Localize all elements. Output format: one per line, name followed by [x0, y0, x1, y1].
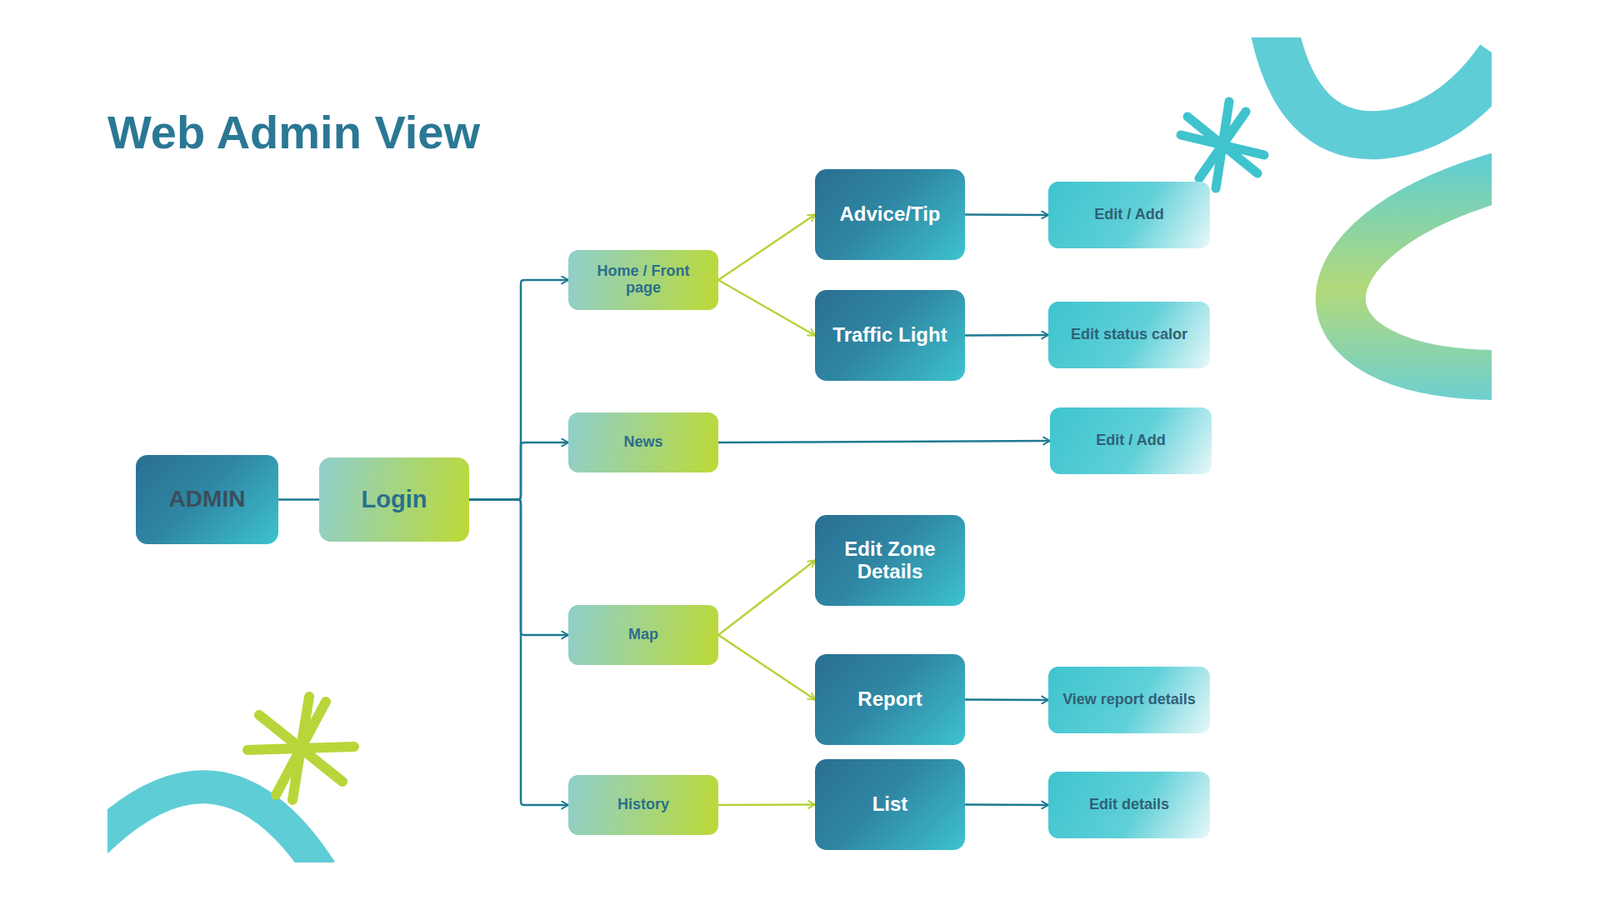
node-label: ADMIN	[169, 486, 246, 513]
login-box: Login	[319, 457, 470, 542]
section-box: Advice/Tip	[815, 169, 965, 260]
actor-box: ADMIN	[135, 455, 279, 545]
node-label: List	[872, 793, 909, 815]
connector-arrow	[965, 213, 1049, 216]
node-label: Traffic Light	[832, 324, 947, 346]
section-box: Report	[815, 654, 965, 745]
connector-arrow	[469, 280, 569, 500]
connector-arrow	[469, 442, 569, 500]
action-box: Edit / Add	[1048, 181, 1210, 249]
section-box: Traffic Light	[815, 290, 965, 381]
connector-arrow	[278, 498, 320, 501]
node-label: News	[623, 434, 663, 451]
connector-arrow	[965, 698, 1049, 701]
section-box: List	[815, 759, 965, 850]
page-box: History	[568, 775, 719, 835]
node-label: Edit Zone Details	[826, 538, 954, 583]
connector-arrow	[469, 500, 569, 806]
corner-arcs	[1273, 37, 1492, 375]
connector-arrow	[718, 803, 815, 806]
node-label: Home / Front page	[580, 263, 707, 297]
node-label: Report	[857, 688, 922, 710]
action-box: Edit status calor	[1048, 301, 1210, 369]
page-box: Home / Front page	[568, 250, 719, 310]
connector-arrow	[718, 215, 815, 281]
action-box: View report details	[1048, 666, 1210, 734]
page-box: News	[568, 412, 719, 473]
page-box: Map	[568, 605, 719, 665]
star-shape	[1180, 101, 1265, 189]
node-label: Edit / Add	[1095, 432, 1165, 450]
node-label: Map	[628, 626, 659, 644]
connector-arrow	[718, 440, 1050, 443]
action-box: Edit / Add	[1050, 407, 1212, 475]
arc-shape	[1340, 176, 1492, 375]
node-label: History	[617, 796, 670, 814]
node-label: View report details	[1062, 691, 1196, 709]
diagram-title: Web Admin View	[107, 105, 480, 160]
arc-shape	[1273, 37, 1492, 135]
connector-arrow	[718, 280, 815, 336]
node-label: Edit / Add	[1094, 206, 1164, 224]
star-shape	[247, 696, 355, 800]
connector-arrow	[965, 334, 1049, 337]
connector-arrow	[469, 500, 569, 636]
node-label: Login	[361, 486, 428, 514]
node-label: Edit details	[1089, 796, 1170, 814]
section-box: Edit Zone Details	[815, 515, 965, 606]
connector-arrow	[965, 803, 1049, 806]
node-label: Edit status calor	[1070, 326, 1188, 344]
node-label: Advice/Tip	[840, 203, 941, 225]
connector-arrow	[718, 560, 815, 636]
action-box: Edit details	[1048, 771, 1210, 839]
connector-arrow	[718, 635, 815, 700]
